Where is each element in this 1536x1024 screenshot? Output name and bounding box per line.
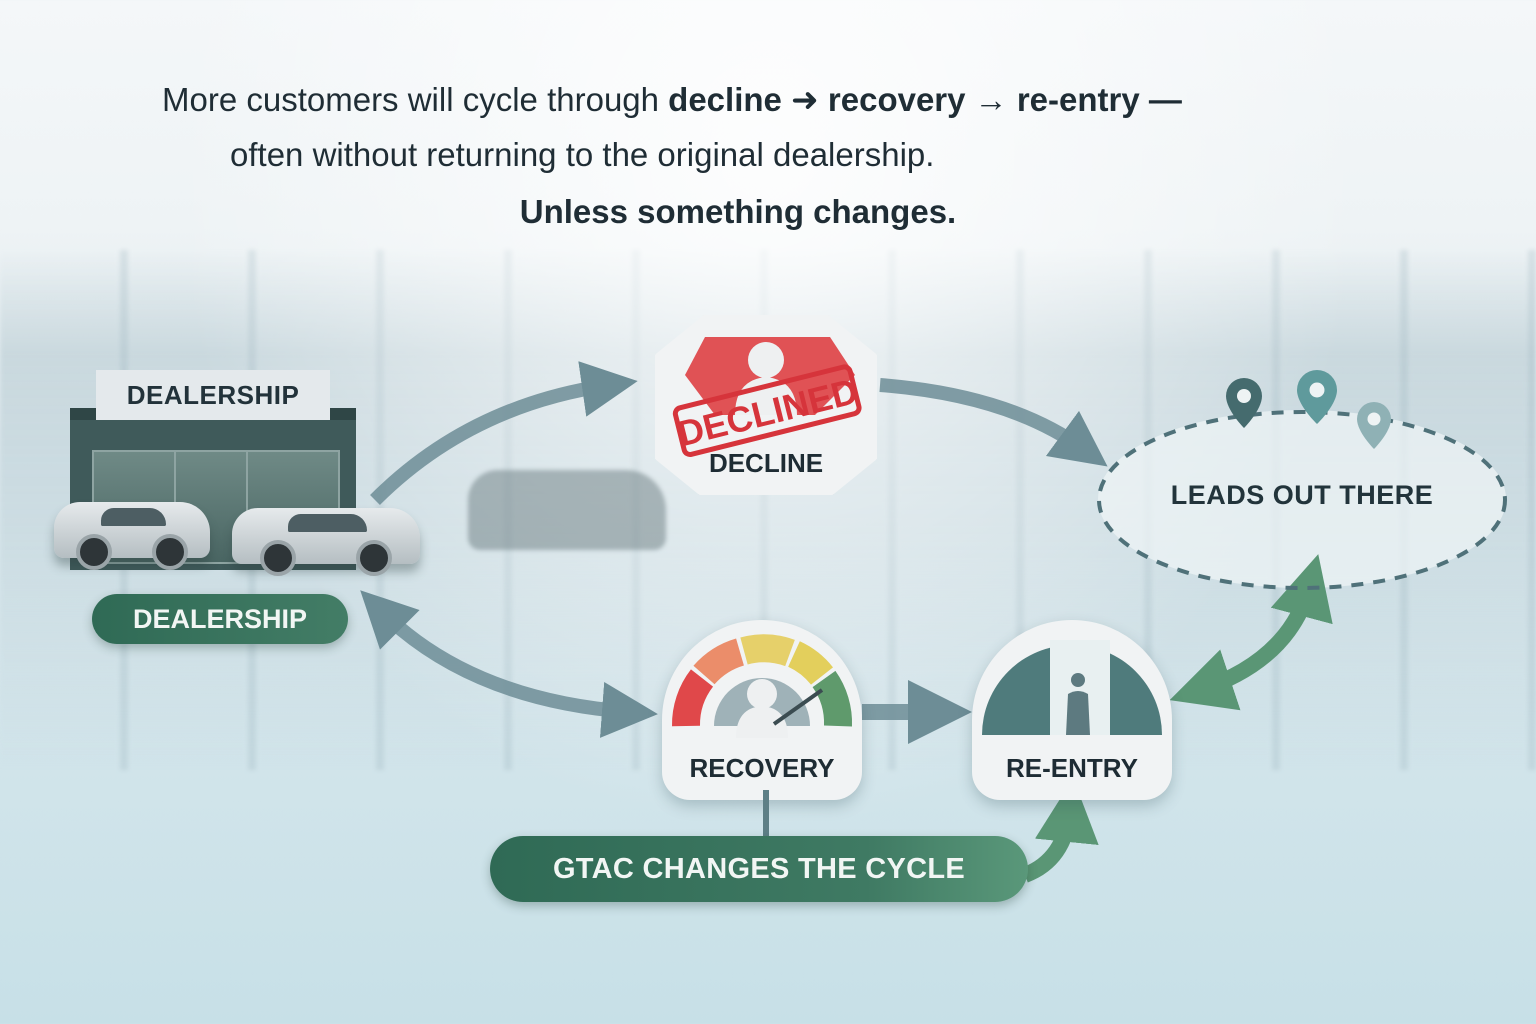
arrow-dealership-to-decline bbox=[370, 361, 638, 505]
headline-text: More customers will cycle through bbox=[162, 81, 669, 118]
arrow-decline-to-leads bbox=[879, 378, 1108, 467]
credit-score-gauge-icon bbox=[672, 634, 853, 738]
decline-label: DECLINE bbox=[708, 448, 824, 478]
map-pin-icon bbox=[1226, 378, 1262, 428]
headline-line-3: Unless something changes. bbox=[519, 193, 957, 230]
headline-dash: — bbox=[1139, 81, 1182, 118]
reentry-node[interactable]: RE-ENTRY bbox=[972, 620, 1172, 800]
headline-reentry: re-entry bbox=[1016, 81, 1140, 118]
car-icon bbox=[54, 502, 210, 570]
gtac-pill[interactable]: GTAC CHANGES THE CYCLE bbox=[490, 836, 1028, 902]
recovery-gtac-connector bbox=[763, 790, 769, 838]
blurred-suv-icon bbox=[468, 470, 666, 550]
map-pin-icon bbox=[1297, 370, 1337, 424]
car-glass bbox=[288, 514, 368, 532]
reentry-label: RE-ENTRY bbox=[1006, 753, 1138, 783]
leads-label: LEADS OUT THERE bbox=[1170, 480, 1434, 510]
map-pin-icon bbox=[1357, 402, 1391, 449]
recovery-node[interactable]: RECOVERY bbox=[662, 620, 862, 800]
wheel bbox=[76, 534, 112, 570]
arrow-reentry-leads-bidirectional bbox=[1169, 554, 1333, 711]
decline-node[interactable]: DECLINED DECLINE bbox=[655, 315, 877, 495]
headline-line-1: More customers will cycle through declin… bbox=[162, 80, 1536, 119]
headline-arrow: ➜ bbox=[781, 81, 828, 118]
declined-person-stamp-icon: DECLINED bbox=[672, 337, 862, 458]
leads-dashed-ellipse bbox=[1097, 410, 1507, 590]
headline-decline: decline bbox=[668, 81, 782, 118]
dealership-pill[interactable]: DEALERSHIP bbox=[92, 594, 348, 644]
car-icon bbox=[232, 508, 420, 576]
car-glass bbox=[100, 508, 167, 526]
headline-recovery: recovery bbox=[827, 81, 966, 118]
wheel bbox=[356, 540, 392, 576]
arrow-gtac-to-reentry bbox=[1021, 778, 1099, 883]
headline-line-2: often without returning to the original … bbox=[230, 136, 935, 173]
recovery-label: RECOVERY bbox=[689, 753, 835, 783]
headline-arrow: → bbox=[965, 81, 1017, 118]
wheel bbox=[260, 540, 296, 576]
person-in-doorway-icon bbox=[982, 640, 1162, 735]
arrow-dealership-recovery-bidirectional bbox=[360, 590, 658, 738]
wheel bbox=[152, 534, 188, 570]
dealership-sign: DEALERSHIP bbox=[96, 370, 330, 420]
